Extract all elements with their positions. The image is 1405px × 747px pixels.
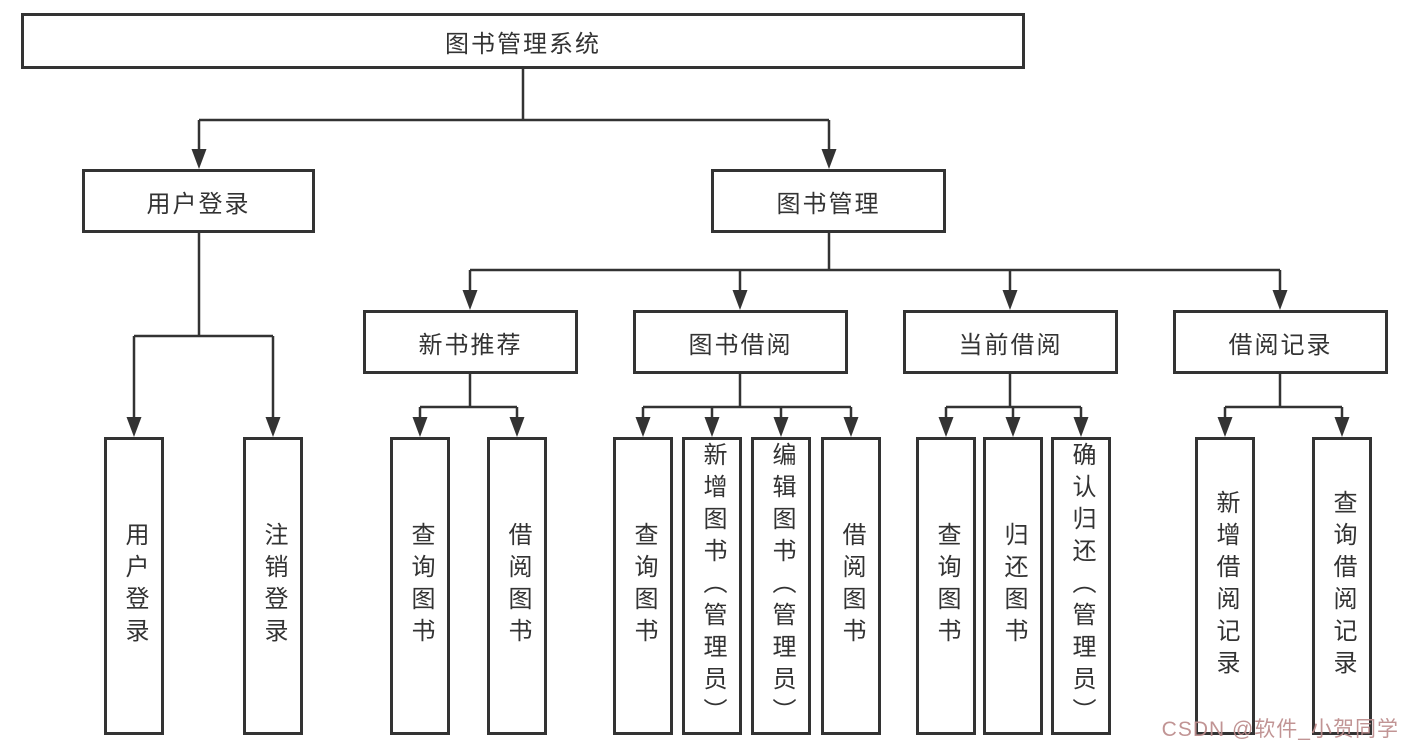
node-label: 新书推荐: [418, 331, 523, 359]
node-user-login: 用户登录: [82, 169, 315, 233]
node-label: 新增借阅记录: [1212, 490, 1239, 682]
node-label: 查询图书: [630, 522, 657, 650]
connector-root-to-level2: [197, 69, 831, 150]
node-label: 注销登录: [260, 522, 287, 650]
arrowhead-return-books: [1005, 417, 1021, 437]
leaf-add-borrow-record: 新增借阅记录: [1195, 437, 1255, 735]
node-label: 图书管理: [776, 190, 881, 218]
node-label: 查询图书: [933, 522, 960, 650]
arrowhead-confirm-return: [1073, 417, 1089, 437]
node-library-management-system: 图书管理系统: [21, 13, 1025, 69]
arrowhead-leaf-logout: [265, 417, 281, 437]
leaf-user-login: 用户登录: [104, 437, 164, 735]
arrowhead-book-management: [821, 149, 837, 169]
node-label: 用户登录: [121, 522, 148, 650]
connector-book-borrow-branch: [641, 374, 853, 418]
leaf-add-books-admin: 新增图书（管理员）: [682, 437, 742, 735]
leaf-query-borrow-record: 查询借阅记录: [1312, 437, 1372, 735]
node-label: 借阅记录: [1228, 331, 1333, 359]
connector-book-management-to-level3: [468, 233, 1282, 291]
node-label: 归还图书: [1000, 522, 1027, 650]
node-current-borrowing: 当前借阅: [903, 310, 1118, 374]
leaf-edit-books-admin: 编辑图书（管理员）: [751, 437, 811, 735]
arrowhead-user-login: [191, 149, 207, 169]
leaf-borrow-books-1: 借阅图书: [487, 437, 547, 735]
node-new-book-recommendation: 新书推荐: [363, 310, 578, 374]
arrowhead-borrow-records: [1272, 290, 1288, 310]
node-label: 借阅图书: [838, 522, 865, 650]
node-label: 图书管理系统: [445, 30, 601, 58]
node-label: 当前借阅: [958, 331, 1063, 359]
arrowhead-edit-books: [773, 417, 789, 437]
connector-new-book-rec-branch: [418, 374, 519, 418]
arrowhead-query-borrow-record: [1334, 417, 1350, 437]
leaf-borrow-books-2: 借阅图书: [821, 437, 881, 735]
connector-user-login-branch: [132, 233, 275, 418]
arrowhead-add-borrow-record: [1217, 417, 1233, 437]
node-label: 用户登录: [146, 190, 251, 218]
arrowhead-book-borrow: [732, 290, 748, 310]
arrowhead-add-books: [704, 417, 720, 437]
arrowhead-leaf-user-login: [126, 417, 142, 437]
leaf-query-books-2: 查询图书: [613, 437, 673, 735]
node-book-management: 图书管理: [711, 169, 946, 233]
arrowhead-query-books-3: [938, 417, 954, 437]
arrowhead-new-book-rec: [462, 290, 478, 310]
arrowhead-current-borrow: [1002, 290, 1018, 310]
connector-borrow-records-branch: [1223, 374, 1344, 418]
node-label: 图书借阅: [688, 331, 793, 359]
node-label: 借阅图书: [504, 522, 531, 650]
arrowhead-borrow-books-2: [843, 417, 859, 437]
node-borrowing-records: 借阅记录: [1173, 310, 1388, 374]
node-label: 编辑图书（管理员）: [768, 442, 795, 730]
connector-current-borrow-branch: [944, 374, 1083, 418]
arrowhead-query-books-2: [635, 417, 651, 437]
node-label: 查询图书: [407, 522, 434, 650]
node-label: 确认归还（管理员）: [1068, 442, 1095, 730]
arrowhead-borrow-books-1: [509, 417, 525, 437]
leaf-logout: 注销登录: [243, 437, 303, 735]
leaf-confirm-return-admin: 确认归还（管理员）: [1051, 437, 1111, 735]
arrowhead-query-books-1: [412, 417, 428, 437]
node-book-borrowing: 图书借阅: [633, 310, 848, 374]
leaf-query-books-3: 查询图书: [916, 437, 976, 735]
leaf-return-books: 归还图书: [983, 437, 1043, 735]
node-label: 新增图书（管理员）: [699, 442, 726, 730]
node-label: 查询借阅记录: [1329, 490, 1356, 682]
leaf-query-books-1: 查询图书: [390, 437, 450, 735]
